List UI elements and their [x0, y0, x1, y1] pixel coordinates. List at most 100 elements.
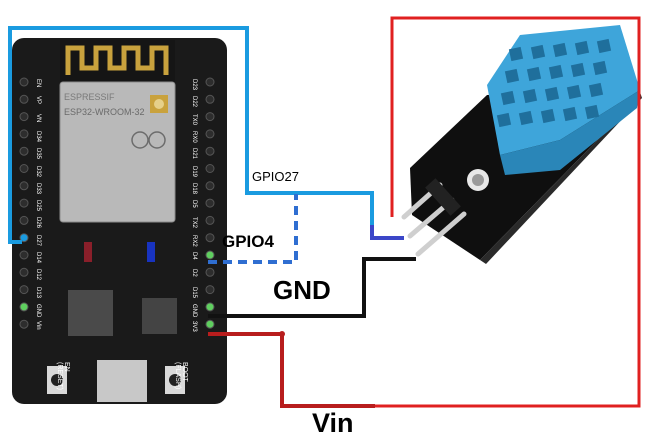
status-led: [147, 242, 155, 262]
vent-hole: [508, 46, 524, 62]
usb-uart-chip: [68, 290, 113, 336]
module-name: ESP32-WROOM-32: [64, 107, 145, 117]
header-pin-d23: [205, 77, 215, 87]
usb-port: [97, 360, 147, 402]
esp32-board: [12, 38, 227, 404]
vent-hole: [518, 110, 534, 126]
header-pin-tx0: [205, 112, 215, 122]
label-vin: Vin: [312, 408, 354, 438]
pin-label-vp: VP: [35, 96, 41, 105]
vent-hole: [596, 38, 612, 54]
header-pin-d34: [19, 129, 29, 139]
power-led: [84, 242, 92, 262]
header-pin-vn: [19, 112, 29, 122]
pin-label-d33: D33: [35, 182, 41, 194]
header-pin-en: [19, 77, 29, 87]
vent-hole: [574, 40, 590, 56]
vent-hole: [500, 90, 516, 106]
header-pin-d12: [19, 267, 29, 277]
pin-label-gnd: GND: [35, 303, 41, 318]
header-pin-d25: [19, 198, 29, 208]
pin-label-d25: D25: [35, 200, 41, 212]
header-pin-vin: [19, 319, 29, 329]
pin-label-d5: D5: [191, 200, 197, 208]
header-pin-rx0: [205, 129, 215, 139]
pin-label-d22: D22: [191, 96, 197, 108]
vent-hole: [592, 60, 608, 76]
vent-hole: [544, 86, 560, 102]
pin-label-vin: Vin: [35, 321, 41, 330]
pin-label-d12: D12: [35, 269, 41, 281]
en-button-label: EN(RESET): [56, 362, 70, 390]
module-maker: ESPRESSIF: [64, 92, 115, 102]
pin-label-rx2: RX2: [191, 234, 197, 247]
wire-vin: [208, 332, 375, 408]
wroom-module: [59, 81, 176, 223]
pin-label-d34: D34: [35, 130, 41, 142]
vent-hole: [540, 108, 556, 124]
wire-sensor-vcc: [375, 16, 641, 408]
header-pin-d35: [19, 146, 29, 156]
header-pin-d27: [19, 233, 29, 243]
pin-label-d23: D23: [191, 79, 197, 91]
regulator-chip: [142, 298, 177, 334]
header-pin-d18: [205, 181, 215, 191]
ce-mark: [131, 131, 149, 149]
header-pin-d14: [19, 250, 29, 260]
vent-hole: [552, 42, 568, 58]
pin-label-d21: D21: [191, 148, 197, 160]
pin-label-tx0: TX0: [191, 113, 197, 125]
header-pin-d4: [205, 250, 215, 260]
pin-label-d32: D32: [35, 165, 41, 177]
vent-hole: [584, 104, 600, 120]
sensor-pin-gnd: [415, 211, 467, 257]
vent-hole: [562, 106, 578, 122]
header-pin-gnd: [205, 302, 215, 312]
wire-gnd: [208, 257, 416, 318]
header-pin-d2: [205, 267, 215, 277]
pin-label-d15: D15: [191, 286, 197, 298]
right-header-pins: [205, 77, 215, 329]
header-pin-d22: [205, 94, 215, 104]
header-pin-d21: [205, 146, 215, 156]
vent-hole: [526, 66, 542, 82]
header-pin-d33: [19, 181, 29, 191]
pin-label-tx2: TX2: [191, 217, 197, 229]
vent-hole: [570, 62, 586, 78]
pin-label-gnd: GND: [191, 303, 197, 318]
label-gpio27: GPIO27: [252, 169, 299, 184]
header-pin-d19: [205, 164, 215, 173]
pin-label-d26: D26: [35, 217, 41, 229]
vent-hole: [566, 84, 582, 100]
pin-label-d18: D18: [191, 182, 197, 194]
header-pin-d26: [19, 215, 29, 225]
pin-label-vn: VN: [35, 113, 41, 122]
vent-hole: [588, 82, 604, 98]
wire-sensor-data: [370, 225, 404, 240]
header-pin-d32: [19, 164, 29, 173]
pin-label-rx0: RX0: [191, 130, 197, 143]
header-pin-vp: [19, 94, 29, 104]
pin-label-d2: D2: [191, 269, 197, 277]
boot-button-label: BOOT(FLASH): [174, 362, 188, 390]
pin-label-d13: D13: [35, 286, 41, 298]
pin-label-en: EN: [35, 79, 41, 88]
vent-hole: [522, 88, 538, 104]
pin-label-d14: D14: [35, 252, 41, 264]
vent-hole: [548, 64, 564, 80]
header-pin-tx2: [205, 215, 215, 225]
antenna-trace: [65, 45, 169, 75]
dht11-sensor: [401, 25, 642, 264]
vent-hole: [496, 112, 512, 128]
header-pin-rx2: [205, 233, 215, 243]
sensor-vent-grid: [496, 38, 612, 128]
header-pin-d13: [19, 285, 29, 295]
pin-label-d4: D4: [191, 252, 197, 260]
pin-label-3v3: 3V3: [191, 321, 197, 332]
label-gpio4: GPIO4: [222, 232, 274, 251]
header-pin-d5: [205, 198, 215, 208]
pin-label-d19: D19: [191, 165, 197, 177]
header-pin-gnd: [19, 302, 29, 312]
